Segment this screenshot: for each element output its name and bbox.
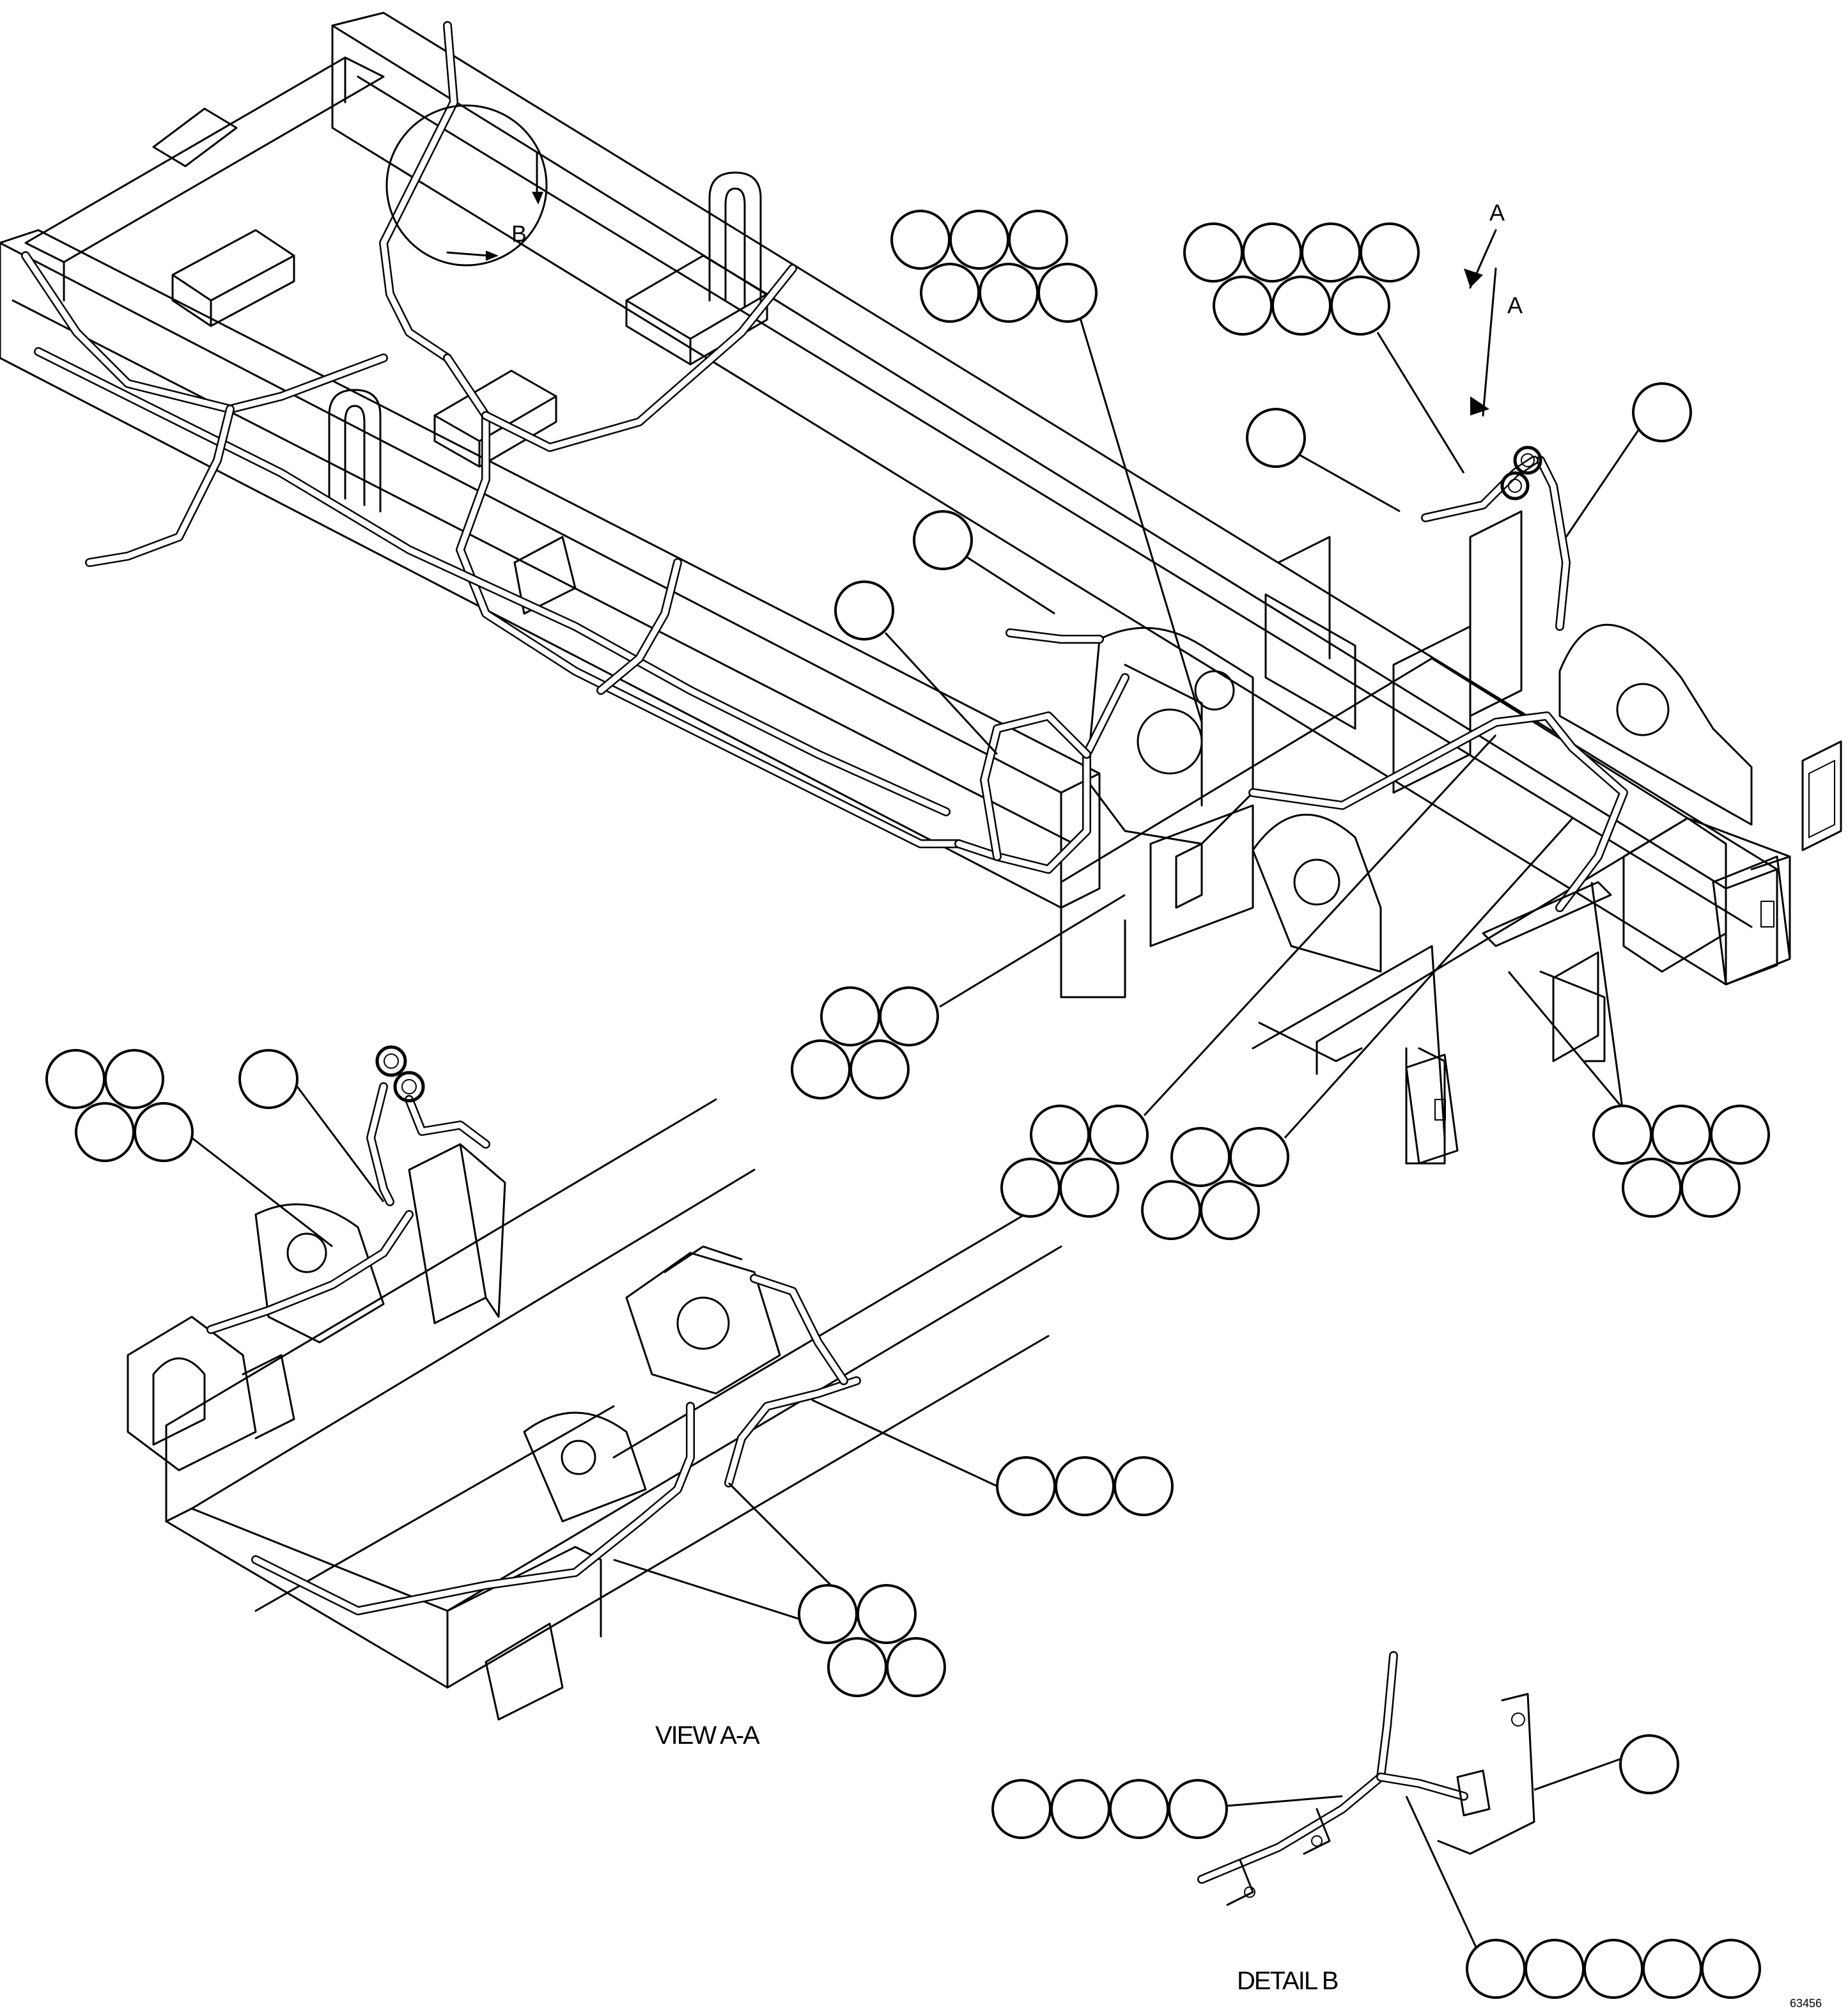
- callout-bubble: [890, 210, 951, 270]
- callout-group-7: [791, 986, 939, 1099]
- callout-bubble: [1632, 382, 1692, 442]
- callout-bubble: [1360, 222, 1420, 283]
- callout-bubble: [1050, 1779, 1110, 1839]
- callout-bubble: [1089, 1105, 1149, 1165]
- drawing-code: 63456: [1790, 1997, 1822, 2010]
- callout-bubble: [134, 1102, 194, 1162]
- callout-bubble: [886, 1637, 946, 1697]
- detail-b-drawing: [1197, 1651, 1535, 1906]
- callout-bubble: [791, 1039, 851, 1099]
- callout-bubble: [1168, 1779, 1228, 1839]
- callout-group-17: [1466, 1939, 1761, 1999]
- callout-group-13: [996, 1456, 1174, 1516]
- callout-bubble: [1037, 263, 1098, 323]
- callout-bubble: [1008, 210, 1068, 270]
- callout-bubble: [1525, 1939, 1585, 1999]
- callout-bubble: [991, 1779, 1052, 1839]
- callout-bubble: [1330, 276, 1390, 336]
- callout-group-8: [1000, 1105, 1149, 1218]
- callout-bubble: [104, 1049, 164, 1109]
- callout-bubble: [996, 1456, 1056, 1516]
- callout-bubble: [1030, 1105, 1090, 1165]
- arrow-b-label: B: [511, 221, 527, 247]
- callout-bubble: [949, 210, 1009, 270]
- callout-bubble: [1059, 1158, 1119, 1218]
- detail-b-indicator: B: [385, 104, 548, 267]
- callout-bubble: [857, 1584, 917, 1644]
- callout-bubble: [834, 580, 894, 641]
- callout-bubble: [1271, 276, 1332, 336]
- callout-bubble: [1246, 408, 1306, 468]
- callout-bubble: [798, 1584, 858, 1644]
- callout-bubble: [1229, 1127, 1289, 1187]
- callout-bubble: [1183, 222, 1243, 283]
- callout-bubble: [1055, 1456, 1115, 1516]
- arrow-a-label-1: A: [1489, 199, 1505, 226]
- callout-bubble: [1466, 1939, 1526, 1999]
- callout-bubble: [1000, 1158, 1060, 1218]
- callout-bubble: [1213, 276, 1273, 336]
- callout-bubble: [45, 1049, 105, 1109]
- callout-bubble: [1622, 1158, 1682, 1218]
- detail-b-title: DETAIL B: [1237, 1967, 1338, 1995]
- callout-bubble: [913, 510, 973, 570]
- callout-bubble: [879, 986, 939, 1046]
- callout-group-15: [991, 1779, 1228, 1839]
- callout-bubble: [1114, 1456, 1174, 1516]
- callout-group-10: [1592, 1105, 1770, 1218]
- callout-bubble: [238, 1049, 299, 1109]
- callout-bubble: [1592, 1105, 1652, 1165]
- callout-bubble: [1242, 222, 1302, 283]
- callout-bubble: [1651, 1105, 1711, 1165]
- arrow-a-label-2: A: [1507, 292, 1523, 318]
- view-a-arrows: A A: [1464, 199, 1523, 417]
- callout-bubble: [850, 1039, 910, 1099]
- callout-bubble: [1141, 1180, 1201, 1240]
- callout-bubble: [1170, 1127, 1231, 1187]
- callout-group-14: [798, 1584, 946, 1697]
- callout-leaders: [191, 318, 1641, 1963]
- callout-bubble: [1109, 1779, 1169, 1839]
- callout-bubble: [827, 1637, 887, 1697]
- callout-bubble: [1301, 222, 1361, 283]
- callout-bubble: [920, 263, 980, 323]
- main-frame-drawing: [0, 12, 1842, 1165]
- callout-bubble: [820, 986, 880, 1046]
- callout-bubble: [1642, 1939, 1702, 1999]
- callout-bubble: [1681, 1158, 1741, 1218]
- callout-bubble: [1583, 1939, 1643, 1999]
- view-a-a-title: VIEW A-A: [655, 1721, 760, 1750]
- callout-bubble: [1710, 1105, 1770, 1165]
- callout-group-9: [1141, 1127, 1289, 1240]
- callout-group-11: [45, 1049, 194, 1162]
- callout-bubble: [1619, 1734, 1679, 1794]
- view-a-a-drawing: [127, 1045, 1062, 1721]
- callout-bubbles: [45, 210, 1770, 1999]
- callout-group-1: [890, 210, 1098, 323]
- callout-bubble: [979, 263, 1039, 323]
- callout-bubble: [1701, 1939, 1761, 1999]
- callout-group-2: [1183, 222, 1420, 336]
- callout-bubble: [75, 1102, 135, 1162]
- callout-bubble: [1200, 1180, 1260, 1240]
